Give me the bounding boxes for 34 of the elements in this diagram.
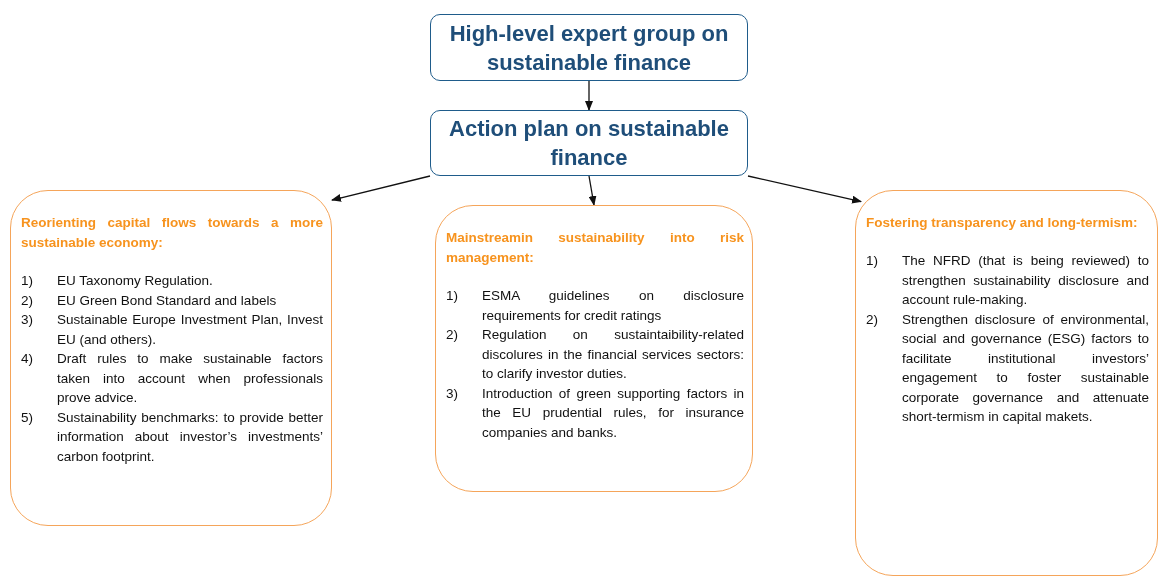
category-box xyxy=(855,190,1158,576)
list-number: 4) xyxy=(21,350,34,368)
list-item-text: Strengthen disclosure of environmental, social and governance (ESG) factors to facilitate institutional investors’ engagement to foster sustainable corporate governance and attenuate short-termism in capital makets. xyxy=(902,310,1149,426)
arrow xyxy=(331,175,431,202)
list-item-text: Introduction of green supporting factors in the EU prudential rules, for insurance companies and banks. xyxy=(482,384,744,442)
list-item-text: ESMA guidelines on disclosure requirements for credit ratings xyxy=(482,287,744,325)
arrow xyxy=(585,80,593,111)
category-box xyxy=(435,205,753,492)
box-heading: Mainstreamin sustainability into risk management: xyxy=(446,229,744,267)
list-number: 3) xyxy=(21,311,34,329)
arrow xyxy=(588,175,597,206)
box-heading: Reorienting capital flows towards a more sustainable economy: xyxy=(21,214,323,252)
list-number: 1) xyxy=(21,272,34,290)
title-box xyxy=(430,110,748,176)
list-item-text: Sustainability benchmarks: to provide better information about investor’s investments’ carbon footprint. xyxy=(57,408,323,466)
list-item-text: Draft rules to make sustainable factors taken into account when professionals prove advice. xyxy=(57,350,323,407)
list-number: 1) xyxy=(446,287,459,305)
list-number: 1) xyxy=(866,252,879,270)
box-heading: Fostering transparency and long-termism: xyxy=(866,214,1139,232)
list-number: 2) xyxy=(446,326,459,344)
box-title: High-level expert group on sustainable finance xyxy=(448,19,730,77)
list-item-text: Regulation on sustaintaibility-related discolures in the financial services sectors: to clarify investor duties. xyxy=(482,326,744,383)
list-number: 3) xyxy=(446,384,459,403)
list-number: 2) xyxy=(866,310,879,329)
list-item-text: EU Taxonomy Regulation. xyxy=(57,272,214,290)
list-number: 5) xyxy=(21,408,34,427)
list-number: 2) xyxy=(21,291,34,310)
title-box xyxy=(430,14,748,81)
list-item-text: EU Green Bond Standard and labels xyxy=(57,291,278,310)
arrow xyxy=(747,175,863,204)
category-box xyxy=(10,190,332,526)
list-item-text: The NFRD (that is being reviewed) to strengthen sustainability disclosure and account rule-making. xyxy=(902,252,1149,309)
box-title: Action plan on sustainable finance xyxy=(448,115,730,172)
list-item-text: Sustainable Europe Investment Plan, Invest EU (and others). xyxy=(57,311,323,349)
